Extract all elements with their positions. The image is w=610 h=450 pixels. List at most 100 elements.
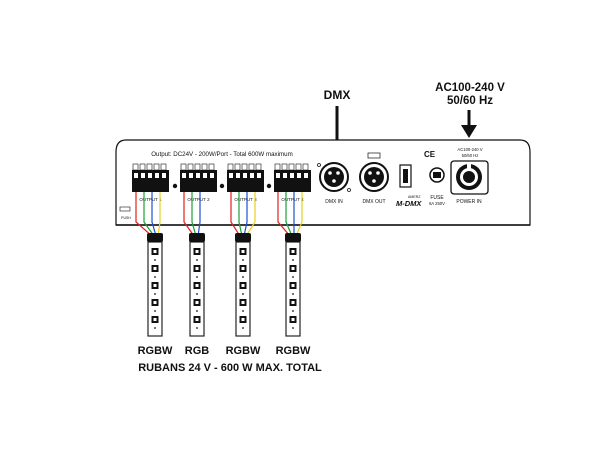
brand-name: M-DMX xyxy=(396,199,422,208)
output-3-terminal: OUTPUT 3 xyxy=(227,163,264,202)
resistor-dot xyxy=(292,310,294,312)
resistor-dot xyxy=(196,276,198,278)
pin-label-tab xyxy=(302,163,309,171)
ac-power-callout: AC100-240 V 50/60 Hz xyxy=(435,82,505,138)
resistor-dot xyxy=(242,310,244,312)
led-chip-center xyxy=(195,267,199,270)
strip-type-label: RGBW xyxy=(276,345,311,357)
resistor-dot xyxy=(242,259,244,261)
resistor-dot xyxy=(154,327,156,329)
led-chip-center xyxy=(291,267,295,270)
strip-type-label: RGB xyxy=(185,345,210,357)
dmx-out-connector: DMX OUT xyxy=(359,152,389,205)
output-4-terminal: OUTPUT 4 xyxy=(274,163,311,202)
fuse-rating: 6A 250V xyxy=(429,201,445,206)
led-chip-center xyxy=(153,267,157,270)
ce-mark: CE xyxy=(424,150,436,159)
pin-label-tab xyxy=(274,163,281,171)
controller-rear-panel: Output: DC24V - 200W/Port - Total 600W m… xyxy=(115,139,531,226)
screw-slot xyxy=(257,173,261,178)
led-strip-1: RGBW xyxy=(138,233,173,357)
power-in-connector: AC100-240 V 50/60 Hz POWER IN xyxy=(450,147,489,205)
output-2-terminal: OUTPUT 2 xyxy=(180,163,217,202)
screw-slot xyxy=(276,173,280,178)
block-separators xyxy=(172,183,272,189)
pin-label-tab xyxy=(255,163,262,171)
power-in-label: POWER IN xyxy=(456,199,482,205)
led-chip-center xyxy=(291,318,295,321)
screw-slot xyxy=(236,173,240,178)
resistor-dot xyxy=(154,259,156,261)
screw-slot xyxy=(141,173,145,178)
push-label: PUSH xyxy=(121,216,131,220)
pin-label-tab xyxy=(241,163,248,171)
power-spec-line2: 50/60 Hz xyxy=(462,153,479,158)
pin-label-tab xyxy=(180,163,187,171)
pin-label-tab xyxy=(234,163,241,171)
led-chip-center xyxy=(153,301,157,304)
resistor-dot xyxy=(196,293,198,295)
pin-label-tab xyxy=(139,163,146,171)
dmx-in-label: DMX IN xyxy=(325,199,343,205)
led-chip-center xyxy=(241,284,245,287)
screw-slot xyxy=(162,173,166,178)
resistor-dot xyxy=(196,327,198,329)
screw-slot xyxy=(304,173,308,178)
pin-label-tab xyxy=(194,163,201,171)
screw-slot xyxy=(297,173,301,178)
usb-port xyxy=(399,164,412,188)
led-chip-center xyxy=(153,284,157,287)
led-chip-center xyxy=(195,301,199,304)
dmx-in-connector: DMX IN xyxy=(317,162,351,205)
led-strip-3: RGBW xyxy=(226,233,261,357)
push-switch: PUSH xyxy=(119,206,131,220)
output-label: OUTPUT 1 xyxy=(139,197,162,202)
resistor-dot xyxy=(154,293,156,295)
fuse-label: FUSE xyxy=(430,195,444,201)
resistor-dot xyxy=(154,276,156,278)
pin-label-tab xyxy=(288,163,295,171)
dmx-callout-label: DMX xyxy=(324,88,351,102)
power-spec-line1: AC100-240 V xyxy=(457,147,482,152)
resistor-dot xyxy=(292,259,294,261)
pin-label-tab xyxy=(295,163,302,171)
led-strip-4: RGBW xyxy=(276,233,311,357)
screw-slot xyxy=(134,173,138,178)
total-power-caption: RUBANS 24 V - 600 W MAX. TOTAL xyxy=(138,362,322,374)
output-label: OUTPUT 4 xyxy=(281,197,304,202)
pin-label-tab xyxy=(132,163,139,171)
led-chip-center xyxy=(291,250,295,253)
output-1-terminal: OUTPUT 1 xyxy=(132,163,169,202)
screw-slot xyxy=(243,173,247,178)
fuse-holder: FUSE 6A 250V xyxy=(429,167,445,206)
screw-slot xyxy=(189,173,193,178)
output-label: OUTPUT 2 xyxy=(187,197,210,202)
screw-slot xyxy=(155,173,159,178)
strip-connector xyxy=(189,233,205,242)
screw-slot xyxy=(203,173,207,178)
led-chip-center xyxy=(195,318,199,321)
led-strip-2: RGB xyxy=(185,233,210,357)
brand-small: AMERZ xyxy=(408,195,421,199)
resistor-dot xyxy=(292,276,294,278)
pin-label-tab xyxy=(160,163,167,171)
resistor-dot xyxy=(292,327,294,329)
dmx-out-label: DMX OUT xyxy=(362,199,385,205)
resistor-dot xyxy=(154,310,156,312)
resistor-dot xyxy=(242,276,244,278)
led-chip-center xyxy=(241,318,245,321)
screw-slot xyxy=(250,173,254,178)
led-chip-center xyxy=(241,301,245,304)
resistor-dot xyxy=(292,293,294,295)
led-chip-center xyxy=(153,250,157,253)
pin-label-tab xyxy=(227,163,234,171)
led-chip-center xyxy=(153,318,157,321)
output-label: OUTPUT 3 xyxy=(234,197,257,202)
pin-label-tab xyxy=(187,163,194,171)
strip-connector xyxy=(147,233,163,242)
screw-slot xyxy=(196,173,200,178)
led-chip-center xyxy=(241,267,245,270)
screw-slot xyxy=(148,173,152,178)
led-chip-center xyxy=(195,284,199,287)
